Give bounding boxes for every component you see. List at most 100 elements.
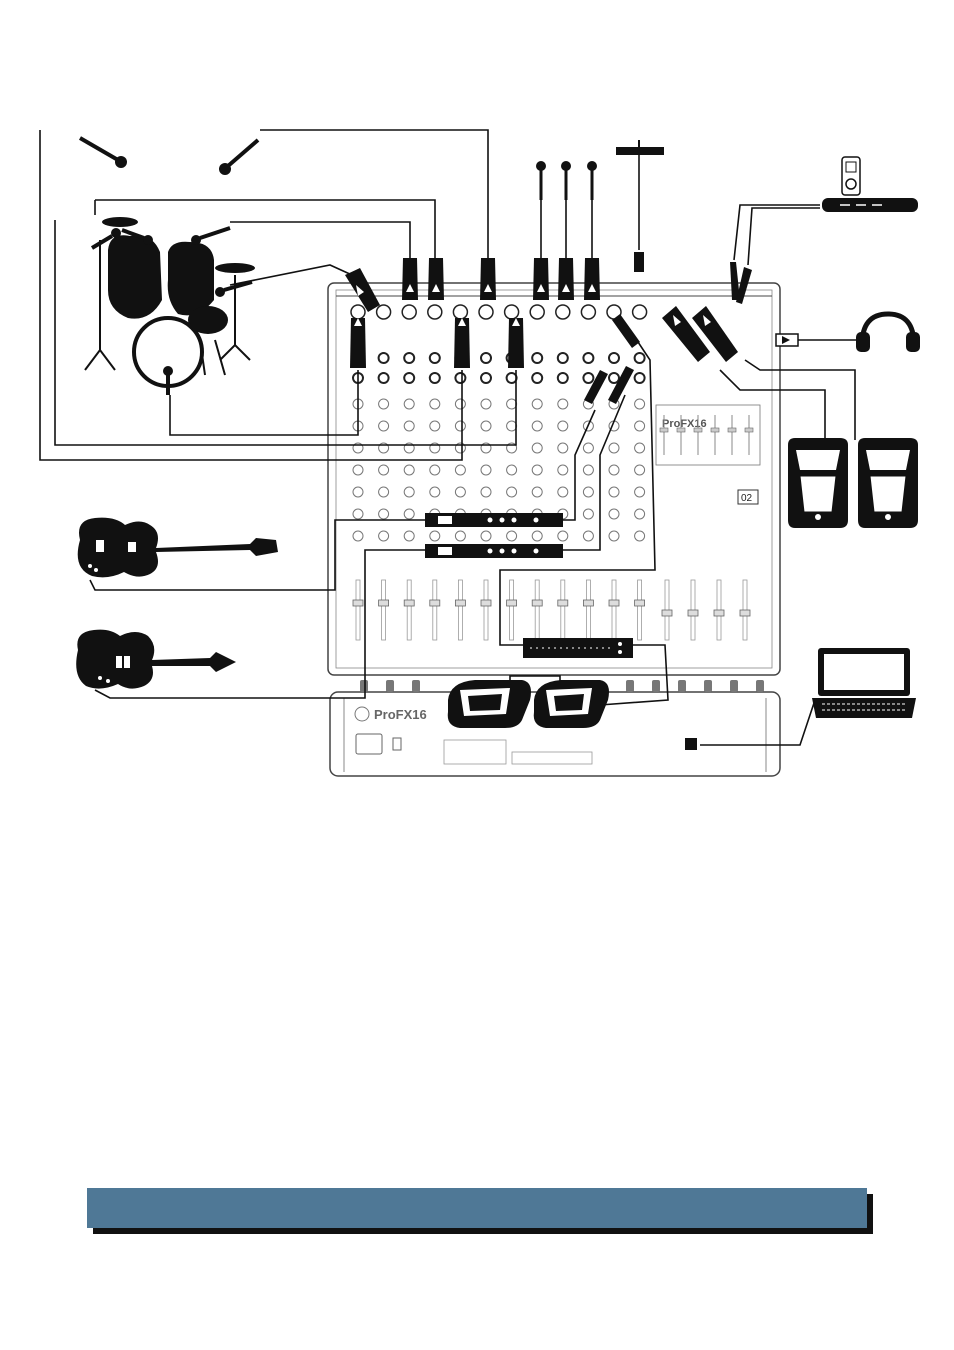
fader-cap — [353, 600, 363, 606]
stage-monitor-icon-2 — [534, 680, 609, 728]
channel-knob — [583, 509, 593, 519]
insert-jack — [635, 373, 645, 383]
pa-speaker-icon-2 — [858, 438, 918, 528]
channel-knob — [455, 465, 465, 475]
xlr-connector-icon — [428, 258, 444, 300]
rear-jack — [386, 680, 394, 692]
channel-knob — [379, 399, 389, 409]
rear-jack — [704, 680, 712, 692]
channel-knob — [404, 531, 414, 541]
master-fader-cap — [694, 428, 702, 432]
fader-cap — [481, 600, 491, 606]
rear-jack — [756, 680, 764, 692]
channel-knob — [609, 487, 619, 497]
xlr-input-jack — [402, 305, 416, 319]
channel-knob — [558, 443, 568, 453]
channel-knob — [532, 487, 542, 497]
cable-tom-mic-2 — [230, 222, 410, 258]
line-input-jack — [635, 353, 645, 363]
channel-knob — [635, 399, 645, 409]
bus-fader-cap — [688, 610, 698, 616]
fader-track — [612, 580, 616, 640]
insert-jack — [507, 373, 517, 383]
drum-kit-icon — [85, 217, 255, 386]
rear-jack — [360, 680, 368, 692]
channel-knob — [532, 399, 542, 409]
headphones-icon — [776, 314, 920, 352]
laptop-icon — [812, 648, 916, 718]
channel-knob — [507, 399, 517, 409]
insert-jack — [430, 373, 440, 383]
fader-track — [382, 580, 386, 640]
fader-track — [356, 580, 360, 640]
channel-knob — [609, 465, 619, 475]
fader-track — [458, 580, 462, 640]
insert-jack — [379, 373, 389, 383]
line-input-jack — [379, 353, 389, 363]
channel-knob — [507, 531, 517, 541]
xlr-input-jack — [556, 305, 570, 319]
channel-knob — [558, 531, 568, 541]
insert-jack — [558, 373, 568, 383]
xlr-connector-icon — [402, 258, 418, 300]
master-fader-cap — [728, 428, 736, 432]
channel-knob — [481, 487, 491, 497]
fader-cap — [507, 600, 517, 606]
guitar-icon — [76, 630, 236, 689]
xlr-input-jack — [581, 305, 595, 319]
line-input-jack — [430, 353, 440, 363]
fader-cap — [558, 600, 568, 606]
channel-knob — [379, 487, 389, 497]
rear-jack — [626, 680, 634, 692]
drum-overhead-mic — [80, 138, 127, 168]
hookup-diagram: 02 ProFX16 ProFX16 — [0, 0, 954, 800]
fader-track — [433, 580, 437, 640]
fader-cap — [379, 600, 389, 606]
channel-knob — [481, 421, 491, 431]
usb-port — [685, 738, 697, 750]
channel-knob — [507, 421, 517, 431]
channel-knob — [430, 531, 440, 541]
channel-knob — [379, 531, 389, 541]
fader-cap — [404, 600, 414, 606]
channel-knob — [353, 531, 363, 541]
channel-knob — [558, 399, 568, 409]
channel-knob — [532, 531, 542, 541]
fader-track — [561, 580, 565, 640]
channel-knob — [609, 531, 619, 541]
channel-knob — [353, 509, 363, 519]
channel-knob — [481, 465, 491, 475]
channel-knob — [404, 487, 414, 497]
rear-jack — [412, 680, 420, 692]
vocal-mics — [536, 161, 597, 200]
channel-knob — [558, 487, 568, 497]
cable-mp3-player — [734, 205, 820, 265]
master-fader-cap — [711, 428, 719, 432]
channel-knob — [583, 443, 593, 453]
mp3-player-icon — [822, 157, 918, 212]
master-fader-cap — [677, 428, 685, 432]
xlr-connector-icon — [454, 318, 470, 368]
channel-knob — [609, 443, 619, 453]
xlr-connector-icon — [508, 318, 524, 368]
channel-knob — [635, 421, 645, 431]
lectern-mic — [616, 140, 664, 272]
xlr-connector-icon — [350, 318, 366, 368]
channel-knob — [635, 487, 645, 497]
stage-monitor-icon — [448, 680, 531, 728]
xlr-input-jack — [505, 305, 519, 319]
fader-cap — [430, 600, 440, 606]
fader-cap — [609, 600, 619, 606]
graphic-eq-icon — [523, 638, 633, 658]
fader-track — [586, 580, 590, 640]
channel-knob — [532, 443, 542, 453]
channel-knob — [404, 465, 414, 475]
line-input-jack — [558, 353, 568, 363]
channel-knob — [353, 465, 363, 475]
line-input-jack — [583, 353, 593, 363]
channel-knob — [558, 421, 568, 431]
channel-knob — [353, 487, 363, 497]
channel-knob — [455, 399, 465, 409]
channel-knob — [481, 531, 491, 541]
channel-knob — [455, 531, 465, 541]
